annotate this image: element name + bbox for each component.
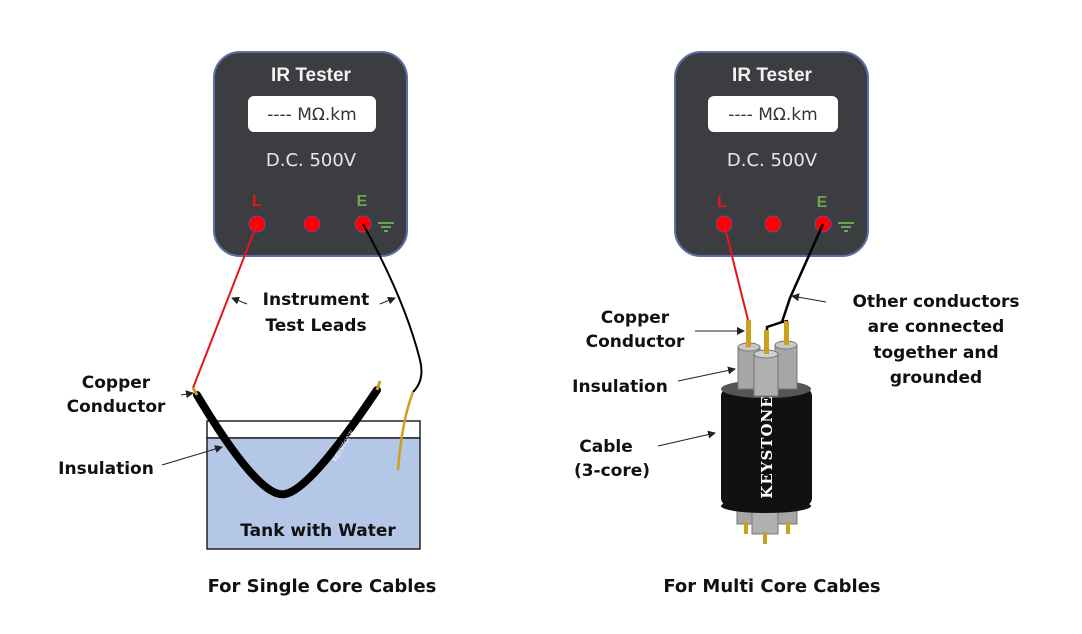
- cable-arrow: [657, 430, 716, 447]
- caption-single-core: For Single Core Cables: [208, 576, 437, 597]
- other-conductors-line1: Other conductors: [852, 292, 1019, 312]
- other-conductors-line3: together and: [873, 343, 998, 363]
- terminal-e-label: E: [817, 194, 828, 211]
- ir-tester-device: IR Tester ---- MΩ.km D.C. 500V L E: [213, 51, 408, 257]
- test-leads-arrow-right: [379, 296, 396, 305]
- copper-arrow: [180, 390, 194, 399]
- other-conductors-arrow: [791, 293, 827, 303]
- test-leads-label-line1: Instrument: [263, 290, 370, 310]
- copper-conductor-end-right: [375, 380, 382, 391]
- device-title: IR Tester: [271, 65, 352, 86]
- device-voltage: D.C. 500V: [727, 150, 818, 171]
- insulation-arrow: [677, 366, 736, 382]
- multi-core-diagram: IR Tester ---- MΩ.km D.C. 500V L E: [572, 51, 1020, 597]
- other-conductors-line4: grounded: [890, 368, 982, 388]
- tank-label: Tank with Water: [240, 521, 396, 541]
- single-core-diagram: IR Tester ---- MΩ.km D.C. 500V L E Tank …: [58, 51, 437, 597]
- copper-conductor-2: [764, 330, 769, 354]
- copper-conductor-end-left: [191, 387, 199, 396]
- ground-electrode: [396, 391, 415, 471]
- terminal-l-label: L: [717, 194, 727, 211]
- copper-label-line2: Conductor: [67, 397, 166, 417]
- cable-brand: KEYSTONE: [758, 395, 776, 498]
- tank-rim: [206, 420, 421, 439]
- cable-jacket: [721, 388, 812, 506]
- device-display: [248, 96, 376, 132]
- insulation-arrow: [161, 445, 223, 466]
- copper-label-line1: Copper: [601, 308, 670, 328]
- copper-conductor-3: [784, 321, 789, 345]
- device-voltage: D.C. 500V: [266, 150, 357, 171]
- test-lead-e: [362, 223, 423, 393]
- single-core-cable: [193, 386, 381, 499]
- copper-conductor-1: [746, 320, 751, 347]
- ground-icon: [838, 222, 854, 232]
- test-lead-l: [723, 223, 749, 321]
- caption-multi-core: For Multi Core Cables: [663, 576, 880, 597]
- device-display-value: ---- MΩ.km: [728, 105, 817, 125]
- ir-tester-device-2: IR Tester ---- MΩ.km D.C. 500V L E: [674, 51, 869, 257]
- device-title: IR Tester: [732, 65, 813, 86]
- copper-label-line2: Conductor: [586, 332, 685, 352]
- device-display-value: ---- MΩ.km: [267, 105, 356, 125]
- terminal-guard[interactable]: [764, 215, 782, 233]
- cable-label-line2: (3-core): [574, 461, 650, 481]
- copper-label-line1: Copper: [82, 373, 151, 393]
- terminal-guard[interactable]: [303, 215, 321, 233]
- other-conductors-line2: are connected: [868, 317, 1005, 337]
- test-leads-label-line2: Test Leads: [265, 316, 366, 336]
- test-lead-l: [192, 223, 258, 389]
- insulation-label: Insulation: [58, 459, 154, 479]
- ground-icon: [378, 222, 394, 232]
- cable-jacket-bottom: [721, 499, 811, 513]
- terminal-e-label: E: [357, 193, 368, 210]
- cable-label-line1: Cable: [579, 437, 632, 457]
- test-leads-arrow-left: [231, 296, 248, 305]
- cable-cores-top: [737, 320, 798, 397]
- terminal-l-label: L: [252, 193, 262, 210]
- device-display: [708, 96, 838, 132]
- insulation-label: Insulation: [572, 377, 668, 397]
